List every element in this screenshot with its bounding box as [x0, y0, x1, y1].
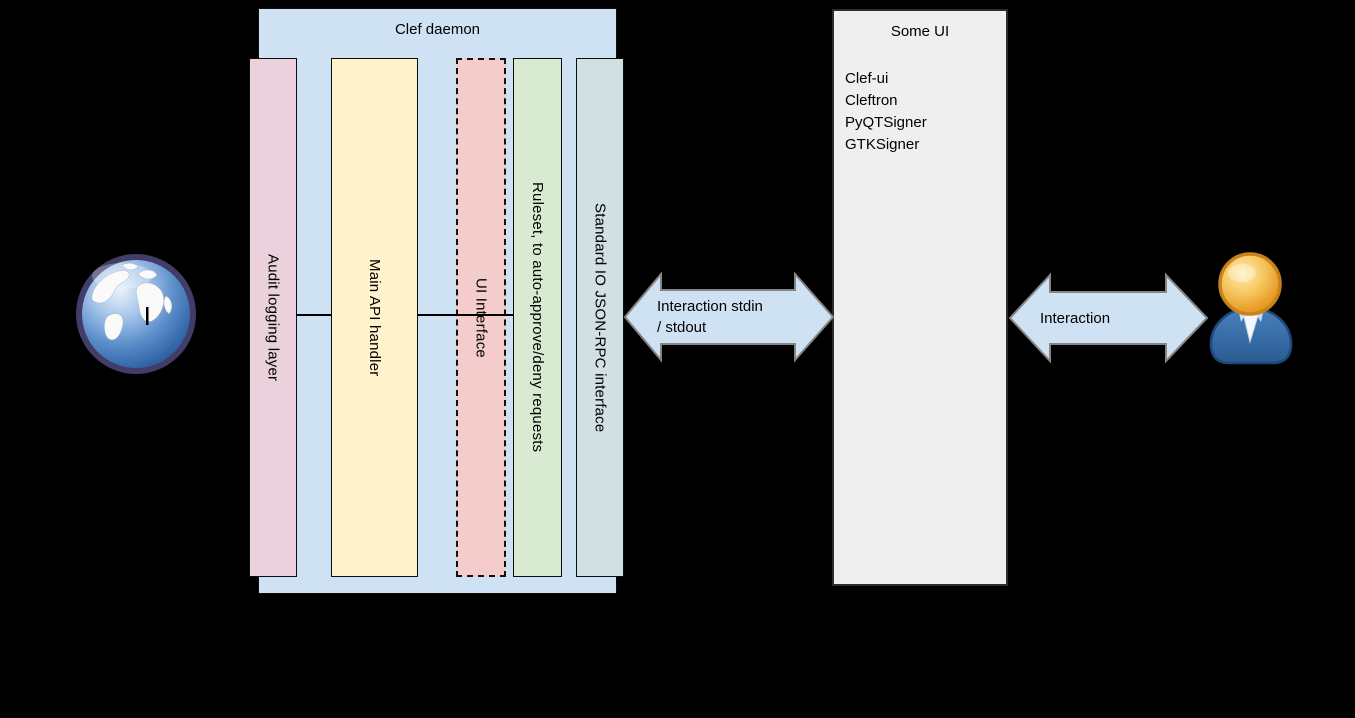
bar-label: UI Interface — [472, 277, 490, 358]
some-ui-box: Some UI Clef-ui Cleftron PyQTSigner GTKS… — [832, 9, 1008, 586]
list-item: Clef-ui — [845, 70, 889, 87]
stdio-arrow-label: Interaction stdin / stdout — [657, 296, 763, 338]
bar-label: Ruleset, to auto-approve/deny requests — [529, 182, 546, 453]
bar-ruleset: Ruleset, to auto-approve/deny requests — [513, 58, 562, 577]
bar-audit-logging-layer: Audit logging layer — [249, 58, 297, 577]
list-item: GTKSigner — [845, 136, 920, 153]
stdio-arrow-label-line1: Interaction stdin — [657, 298, 763, 315]
bar-label: Standard IO JSON-RPC interface — [591, 202, 609, 433]
some-ui-list: Clef-ui Cleftron PyQTSigner GTKSigner — [845, 68, 927, 156]
clef-daemon-box — [258, 8, 617, 594]
bar-stdio-json-rpc-interface: Standard IO JSON-RPC interface — [576, 58, 624, 577]
connector-line — [418, 314, 513, 316]
stdio-arrow-label-line2: / stdout — [657, 319, 707, 336]
list-item: PyQTSigner — [845, 114, 927, 131]
clef-daemon-title: Clef daemon — [394, 21, 481, 38]
bar-label: Audit logging layer — [264, 253, 282, 382]
user-arrow-label: Interaction — [1040, 310, 1111, 327]
bar-ui-interface: UI Interface — [456, 58, 506, 577]
list-item: Cleftron — [845, 92, 898, 109]
user-icon — [1209, 252, 1293, 365]
bar-label: Main API handler — [366, 258, 383, 377]
caret-mark — [146, 307, 149, 325]
globe-icon — [76, 254, 196, 374]
double-arrow-user-icon — [1008, 272, 1209, 364]
double-arrow-stdio-icon — [623, 271, 835, 363]
some-ui-title: Some UI — [890, 23, 950, 40]
connector-line — [297, 314, 331, 316]
bar-main-api-handler: Main API handler — [331, 58, 418, 577]
